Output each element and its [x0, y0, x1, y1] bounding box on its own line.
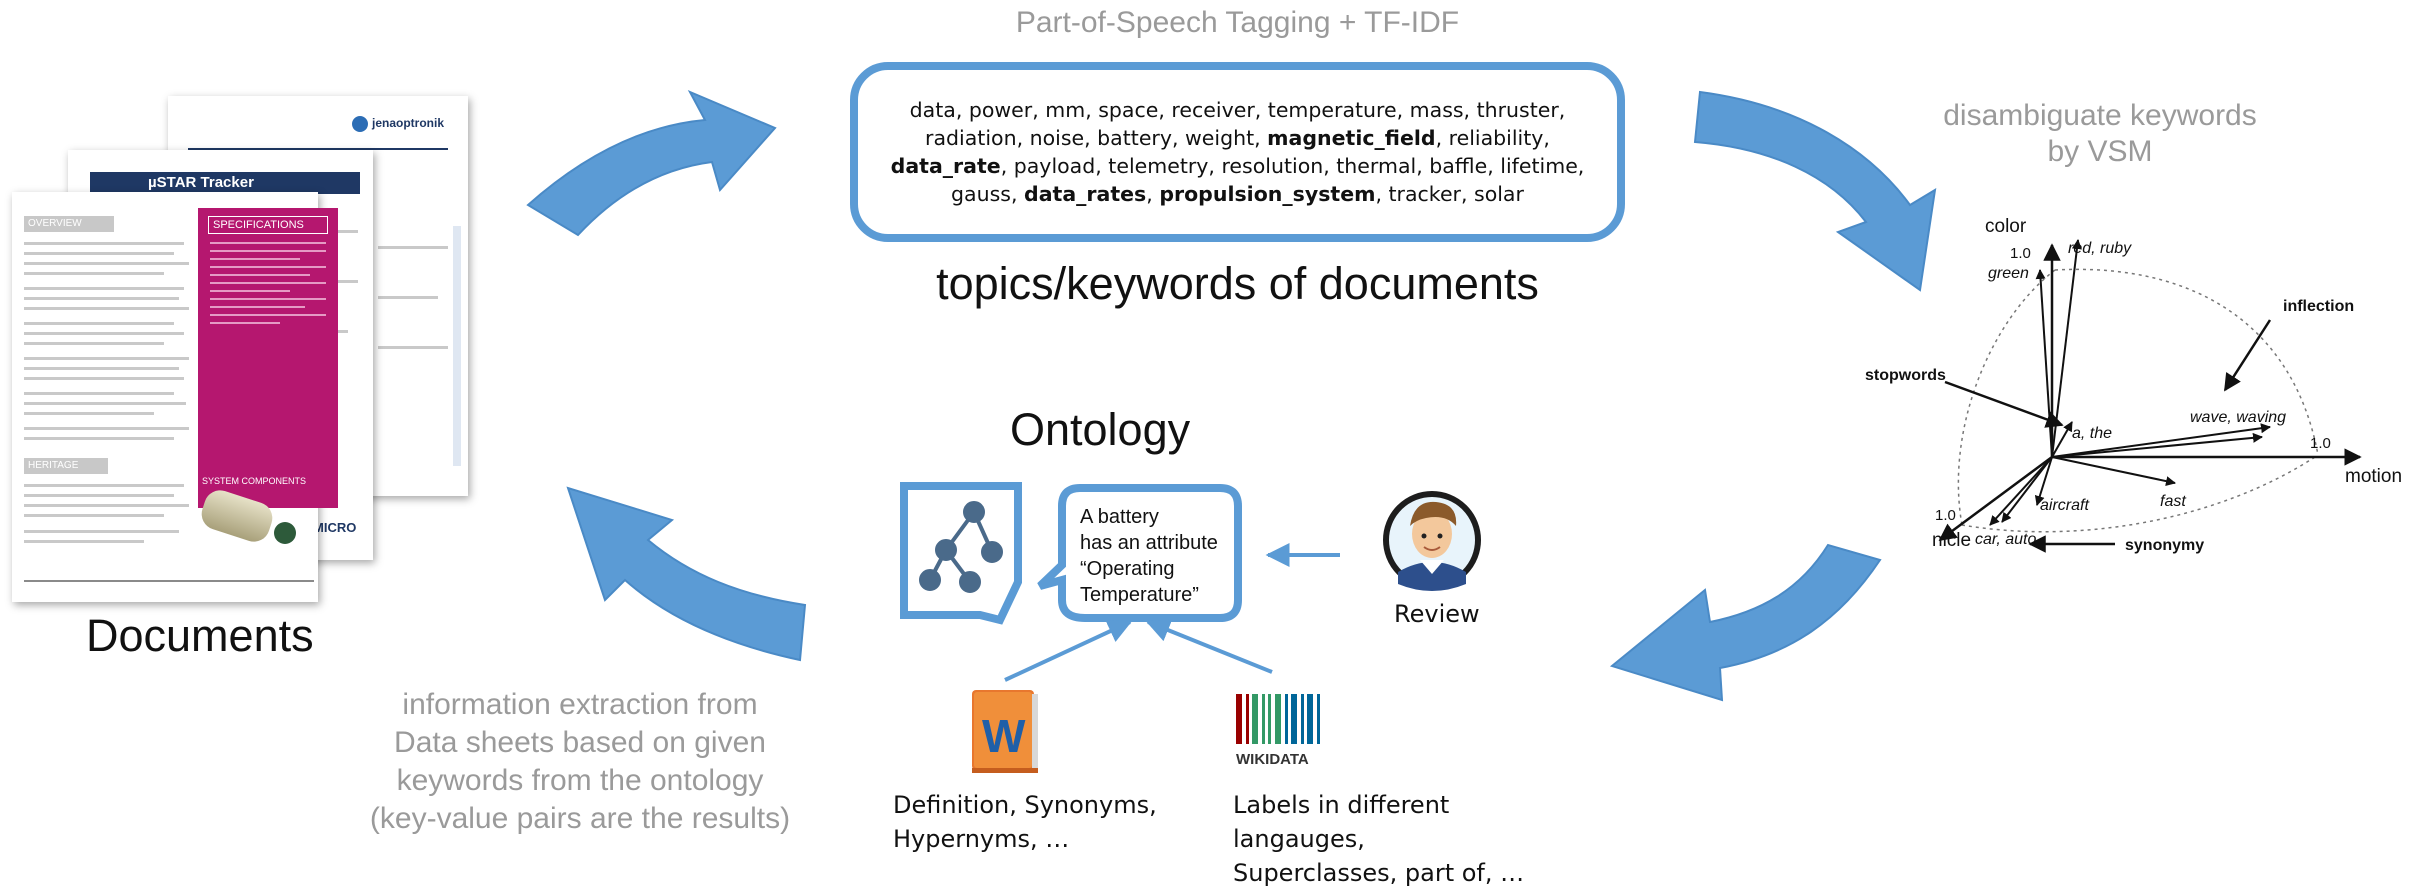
- doc-title-bar: [90, 172, 360, 194]
- axis-vehicle: [1938, 455, 2053, 542]
- vector-auto: [2001, 456, 2053, 523]
- label-red-ruby: red, ruby: [2068, 240, 2132, 257]
- label-stopwords: stopwords: [1865, 367, 1946, 384]
- wordnet-letter: W: [982, 710, 1026, 762]
- label-fast: fast: [2160, 493, 2186, 510]
- wikidata-arrow: [1145, 618, 1273, 674]
- speech-bubble: [1037, 484, 1242, 622]
- wordnet-line-2: Hypernyms, …: [893, 825, 1070, 853]
- wordnet-description: Definition, Synonyms, Hypernyms, …: [893, 788, 1157, 856]
- reviewer-avatar: [1383, 491, 1481, 591]
- keyword-run: , reliability,: [1435, 126, 1550, 150]
- arrow-docs-to-keywords: [526, 89, 777, 237]
- system-components-heading: SYSTEM COMPONENTS: [198, 474, 338, 488]
- extraction-line-2: Data sheets based on given: [394, 726, 766, 759]
- keywords-caption: topics/keywords of documents: [936, 258, 1539, 309]
- wikidata-line-1: Labels in different: [1233, 791, 1450, 819]
- wordnet-arrow: [1004, 620, 1133, 682]
- overview-heading: OVERVIEW: [24, 216, 114, 232]
- tracker-product-lens: [274, 522, 296, 544]
- vsm-caption-line1: disambiguate keywords: [1943, 99, 2257, 132]
- doc-title: µSTAR Tracker: [148, 174, 254, 191]
- arrow-ontology-to-docs: [566, 486, 807, 662]
- label-wave-waving: wave, waving: [2190, 409, 2286, 426]
- keyword-bold: data_rate: [890, 154, 1001, 178]
- documents-caption: Documents: [86, 610, 314, 661]
- label-motion: motion: [2345, 466, 2402, 487]
- keyword-run: , tracker, solar: [1375, 182, 1524, 206]
- speech-line-3: “Operating: [1080, 558, 1175, 580]
- pointer-stopwords: [1944, 380, 2064, 428]
- label-color: color: [1985, 216, 2027, 237]
- wikidata-line-3: Superclasses, part of, …: [1233, 859, 1525, 886]
- speech-text: A battery has an attribute “Operating Te…: [1080, 504, 1240, 608]
- speech-line-2: has an attribute: [1080, 532, 1218, 554]
- vsm-caption-line2: by VSM: [2047, 135, 2153, 168]
- label-green: green: [1988, 265, 2029, 282]
- vsm-sphere-bottom: [1961, 454, 2319, 533]
- heritage-heading: HERITAGE: [24, 458, 108, 474]
- arrow-keywords-to-vsm: [1693, 90, 1937, 292]
- label-inflection: inflection: [2283, 298, 2354, 315]
- keyword-run: data, power, mm, space, receiver, temper…: [909, 98, 1566, 150]
- wikidata-description: Labels in different langauges, Superclas…: [1233, 788, 1524, 886]
- wordnet-line-1: Definition, Synonyms,: [893, 791, 1157, 819]
- pos-tfidf-caption: Part-of-Speech Tagging + TF-IDF: [1015, 6, 1460, 39]
- label-aircraft: aircraft: [2040, 497, 2089, 514]
- keyword-run: , payload, telemetry, resolution, therma…: [951, 154, 1585, 206]
- speech-line-1: A battery: [1080, 506, 1159, 528]
- keyword-bold: propulsion_system: [1159, 182, 1376, 206]
- vector-aircraft: [2034, 456, 2053, 506]
- vsm-caption: disambiguate keywords by VSM: [1930, 98, 2270, 170]
- keyword-bold: magnetic_field: [1267, 126, 1436, 150]
- wikidata-line-2: langauges,: [1233, 825, 1365, 853]
- vector-wave: [2051, 423, 2271, 458]
- label-a-the: a, the: [2072, 425, 2112, 442]
- label-synonymy: synonymy: [2125, 537, 2204, 554]
- vector-fast: [2051, 456, 2176, 487]
- label-tick-right: 1.0: [2310, 435, 2331, 452]
- wordnet-book-icon: [972, 690, 1038, 773]
- extraction-caption: information extraction from Data sheets …: [350, 686, 810, 838]
- vsm-sphere-left: [1957, 269, 2056, 526]
- ontology-title: Ontology: [1010, 404, 1191, 455]
- brand-logo-icon: [352, 116, 368, 132]
- hierarchy-icon: [919, 501, 1003, 593]
- keywords-text: data, power, mm, space, receiver, temper…: [888, 96, 1587, 208]
- vector-car: [1989, 456, 2053, 526]
- label-tick-top: 1.0: [2010, 245, 2031, 262]
- label-car-auto: car, auto: [1975, 531, 2036, 548]
- extraction-line-1: information extraction from: [402, 688, 758, 721]
- review-label: Review: [1394, 600, 1480, 628]
- keywords-box: data, power, mm, space, receiver, temper…: [850, 62, 1625, 242]
- document-page-front: OVERVIEW SPECIFICATIONS: [12, 192, 338, 602]
- wikidata-logo-icon: [1236, 694, 1320, 744]
- specifications-panel: SPECIFICATIONS: [198, 208, 338, 508]
- speech-line-4: Temperature”: [1080, 584, 1199, 606]
- vector-wave-2: [2051, 432, 2263, 458]
- brand-name: jenaoptronik: [372, 116, 445, 130]
- extraction-line-4: (key-value pairs are the results): [369, 802, 791, 835]
- label-vehicle: nicle: [1932, 530, 1971, 551]
- arrow-vsm-to-ontology: [1609, 543, 1882, 702]
- specifications-heading: SPECIFICATIONS: [208, 216, 328, 234]
- keyword-run: ,: [1146, 182, 1160, 206]
- pointer-inflection: [2223, 319, 2272, 392]
- label-tick-left: 1.0: [1935, 507, 1956, 524]
- keyword-bold: data_rates: [1024, 182, 1147, 206]
- vector-a-the: [2051, 421, 2073, 458]
- doc-micro-logo: MICRO: [313, 520, 357, 535]
- wikidata-logo-text: WIKIDATA: [1236, 751, 1309, 768]
- extraction-line-3: keywords from the ontology: [396, 764, 764, 797]
